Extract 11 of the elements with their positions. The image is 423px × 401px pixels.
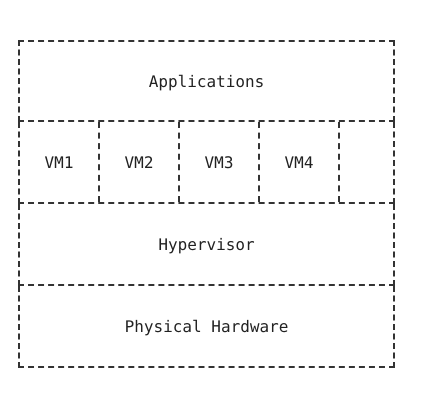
layer-label: Hypervisor: [158, 234, 255, 254]
layer-label: VM1: [44, 152, 74, 172]
layer-box: [18, 204, 395, 286]
layer-label: VM2: [124, 152, 154, 172]
layer-label: VM4: [284, 152, 314, 172]
layer-label: Physical Hardware: [124, 316, 288, 336]
layer-box: [18, 40, 395, 122]
layer-row-box: [18, 122, 395, 204]
layer-label: Applications: [148, 72, 264, 90]
layer-box: [18, 286, 395, 368]
layer-label: VM3: [204, 152, 234, 172]
